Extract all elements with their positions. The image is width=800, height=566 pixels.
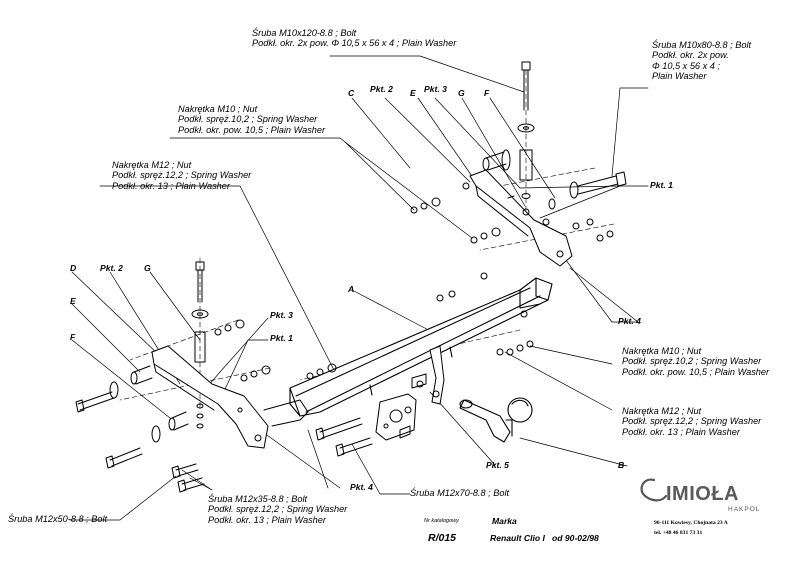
side-bracket-C	[469, 169, 573, 267]
key-pkt4-right: Pkt. 4	[618, 316, 641, 326]
key-C: C	[348, 88, 355, 98]
imiola-logo-mark	[640, 478, 668, 502]
label-nut-m10-top: Nakrętka M10 ; Nut Podkł. spręż.10,2 ; S…	[178, 104, 326, 135]
side-bracket-D	[151, 345, 309, 449]
company-subname: HAKPOL	[728, 506, 761, 513]
ball-mount-bracket	[375, 345, 445, 441]
top-bolt-m10x120	[517, 61, 535, 199]
brand-label: Marka	[492, 516, 517, 526]
label-bolt-m10x120: Śruba M10x120-8.8 ; Bolt Podkł. okr. 2x …	[252, 28, 457, 49]
crossbar-fixings	[315, 272, 534, 457]
key-B: B	[618, 460, 625, 470]
label-bolt-m10x80: Śruba M10x80-8.8 ; Bolt Podkł. okr. 2x p…	[652, 40, 752, 82]
production-period: od 90-02/98	[552, 533, 599, 543]
key-pkt3-top: Pkt. 3	[424, 84, 447, 94]
left-bolt-vertical	[191, 261, 209, 429]
nut-washer-stacks-top	[410, 182, 614, 244]
vehicle-model: Renault Clio I	[490, 533, 545, 543]
key-E-left: E	[70, 296, 76, 306]
company-name: IMIOŁA	[666, 483, 739, 505]
left-bolts-horizontal	[75, 365, 205, 493]
nut-washer-stacks-left	[214, 319, 337, 382]
key-A: A	[348, 284, 355, 294]
key-E-top: E	[410, 88, 416, 98]
label-nut-m10-right: Nakrętka M10 ; Nut Podkł. spręż.10,2 ; S…	[622, 346, 770, 377]
key-F-left: F	[70, 332, 76, 342]
key-pkt1-left: Pkt. 1	[270, 333, 293, 343]
key-pkt2-top: Pkt. 2	[370, 84, 393, 94]
catalog-number-label: Nr katalogowy	[424, 518, 459, 524]
key-G-left: G	[144, 263, 151, 273]
company-phone: tel. +48 46 831 73 31	[654, 530, 703, 536]
leader-lines	[69, 55, 649, 521]
label-nut-m12-left: Nakrętka M12 ; Nut Podkł. spręż.12,2 ; S…	[112, 160, 252, 191]
key-F-top: F	[484, 88, 490, 98]
key-pkt2-left: Pkt. 2	[100, 263, 123, 273]
label-bolt-m12x35: Śruba M12x35-8.8 ; Bolt Podkł. spręż.12,…	[208, 494, 348, 525]
label-bolt-m12x50: Śruba M12x50-8.8 ; Bolt	[8, 514, 108, 524]
key-pkt5: Pkt. 5	[486, 460, 509, 470]
crossbar-A	[289, 277, 553, 417]
catalog-number: R/015	[428, 532, 457, 544]
key-pkt1-right: Pkt. 1	[650, 180, 673, 190]
key-D: D	[70, 263, 77, 273]
company-address: 96-111 Kowiesy, Chojnata 23 A	[654, 520, 728, 526]
label-nut-m12-right: Nakrętka M12 ; Nut Podkł. spręż.12,2 ; S…	[622, 406, 762, 437]
top-spacer-tubes	[482, 149, 627, 210]
key-pkt3-left: Pkt. 3	[270, 310, 293, 320]
label-bolt-m12x70: Śruba M12x70-8.8 ; Bolt	[410, 488, 510, 498]
key-pkt4-left: Pkt. 4	[350, 482, 373, 492]
key-G-top: G	[458, 88, 465, 98]
tow-ball-B	[459, 397, 533, 443]
